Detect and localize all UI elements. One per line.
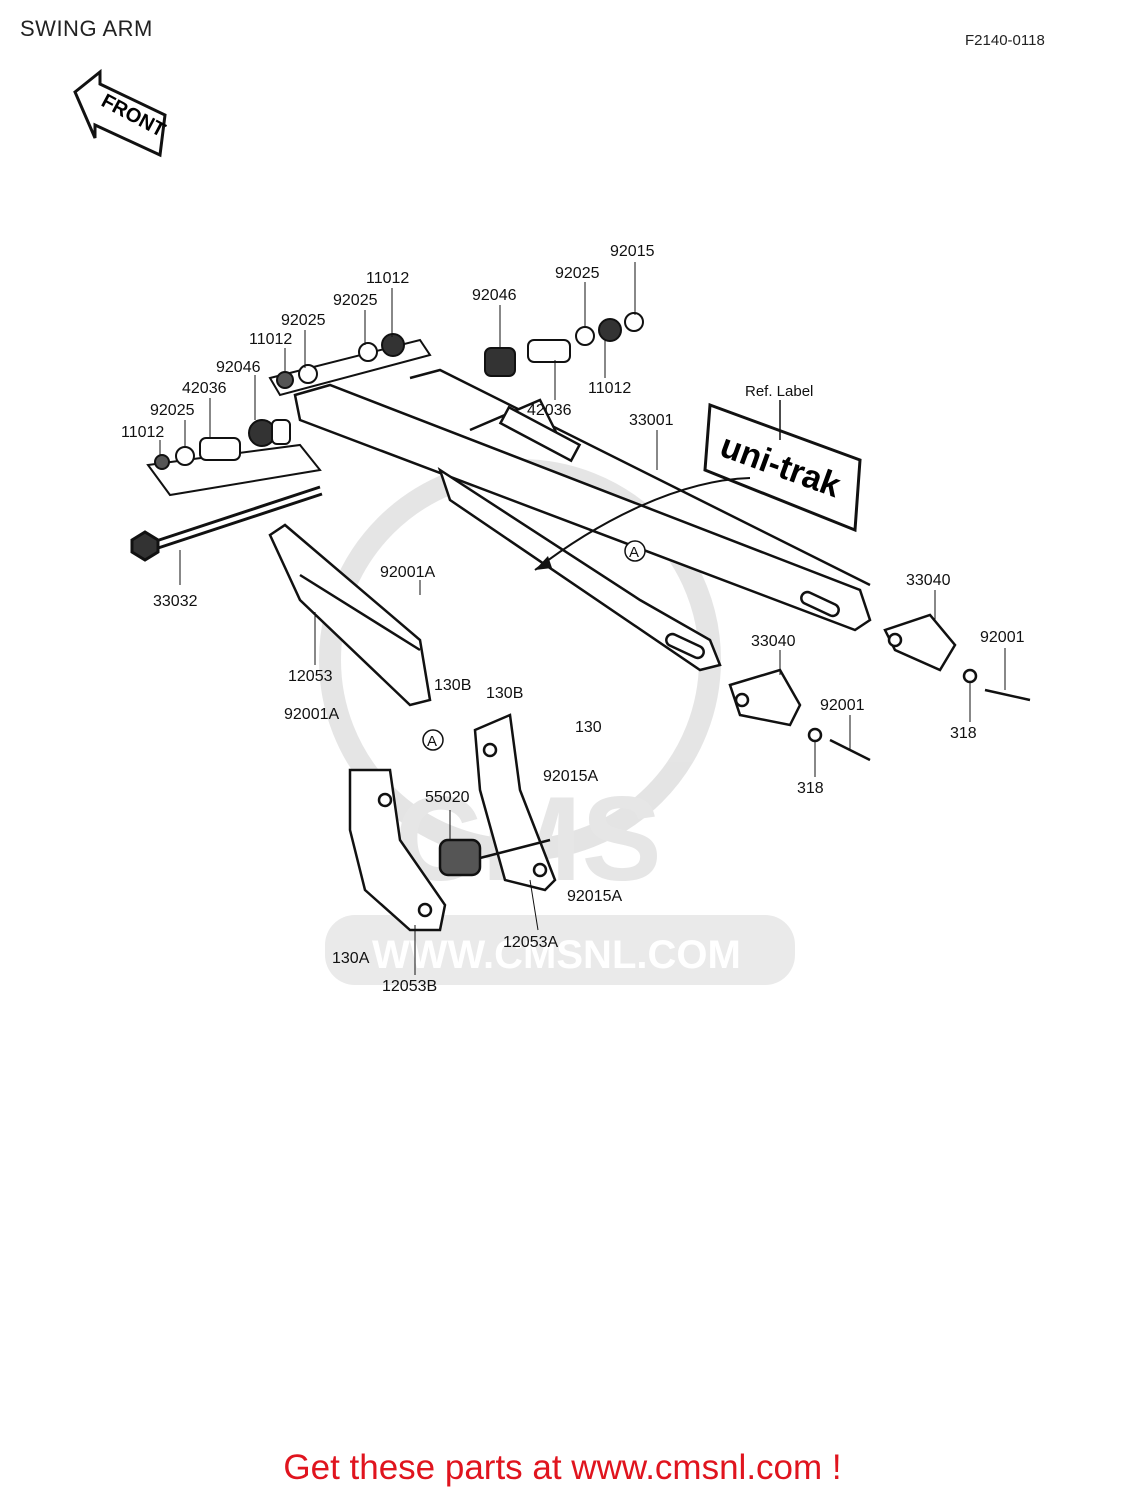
part-11012-a: 11012 xyxy=(249,331,292,348)
leader-lines xyxy=(159,262,1006,975)
callout-a-upper: A xyxy=(624,540,646,562)
part-33032: 33032 xyxy=(153,593,198,610)
chain-guide xyxy=(268,523,432,707)
part-92046-l: 92046 xyxy=(216,359,261,376)
pivot-shaft xyxy=(130,485,323,562)
part-92025-l: 92025 xyxy=(150,402,195,419)
part-11012-top: 11012 xyxy=(366,270,409,287)
part-11012-tr: 11012 xyxy=(588,380,631,397)
parts-diagram: CMS WWW.CMSNL.COM FRONT xyxy=(73,68,1031,995)
part-92015A-b: 92015A xyxy=(567,888,622,905)
part-labels: 92015 92025 92046 11012 42036 11012 9202… xyxy=(121,243,1025,995)
part-130A: 130A xyxy=(332,950,370,967)
part-130B-a: 130B xyxy=(434,677,471,694)
part-92025-a: 92025 xyxy=(333,292,378,309)
figure-code: F2140-0118 xyxy=(965,32,1045,49)
part-130B-b: 130B xyxy=(486,685,523,702)
chain-guide-brackets xyxy=(348,713,557,932)
svg-text:A: A xyxy=(427,733,437,750)
part-92001-r: 92001 xyxy=(980,629,1025,646)
part-11012-l: 11012 xyxy=(121,424,164,441)
part-12053: 12053 xyxy=(288,668,333,685)
part-92015-top: 92015 xyxy=(610,243,655,260)
part-92025-b: 92025 xyxy=(281,312,326,329)
ref-label-caption: Ref. Label xyxy=(745,383,813,400)
chain-adjusters xyxy=(728,613,1031,762)
part-318-r: 318 xyxy=(950,725,977,742)
part-12053B: 12053B xyxy=(382,978,437,995)
part-92001A-bot: 92001A xyxy=(284,706,339,723)
bushing-stack-right xyxy=(484,312,644,377)
part-130: 130 xyxy=(575,719,602,736)
part-42036-l: 42036 xyxy=(182,380,227,397)
part-55020: 55020 xyxy=(425,789,470,806)
part-92001-m: 92001 xyxy=(820,697,865,714)
part-42036-tr: 42036 xyxy=(527,402,572,419)
part-12053A: 12053A xyxy=(503,934,558,951)
footer-cta: Get these parts at www.cmsnl.com ! xyxy=(283,1448,842,1487)
part-33040-r: 33040 xyxy=(906,572,951,589)
swing-arm xyxy=(293,368,872,672)
callout-a-lower: A xyxy=(422,729,444,751)
svg-text:A: A xyxy=(629,544,639,561)
part-92001A-top: 92001A xyxy=(380,564,435,581)
part-92046-tr: 92046 xyxy=(472,287,517,304)
part-33001: 33001 xyxy=(629,412,674,429)
watermark-url: WWW.CMSNL.COM xyxy=(372,933,741,977)
part-92015A-a: 92015A xyxy=(543,768,598,785)
part-318-m: 318 xyxy=(797,780,824,797)
front-arrow-icon: FRONT xyxy=(73,68,169,158)
part-92025-tr: 92025 xyxy=(555,265,600,282)
bushing-stack-left xyxy=(146,333,432,497)
page-title: SWING ARM xyxy=(20,16,153,41)
part-33040-m: 33040 xyxy=(751,633,796,650)
